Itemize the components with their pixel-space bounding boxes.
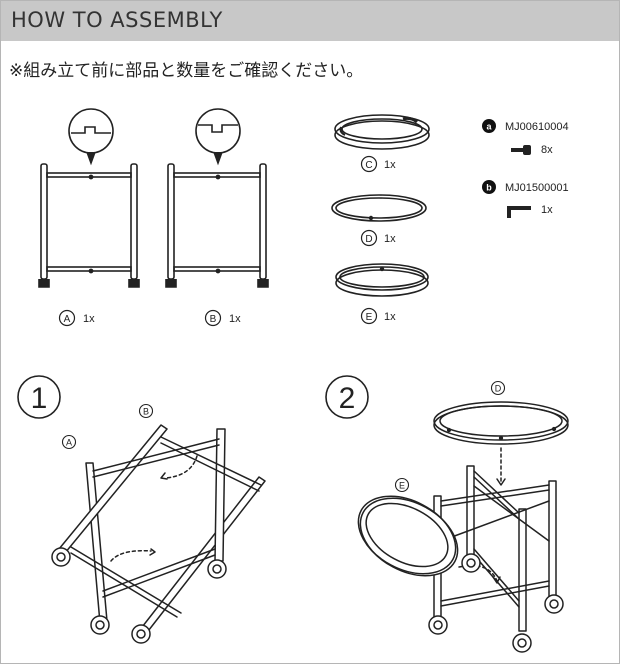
- parts-check-note: ※組み立て前に部品と数量をご確認ください。: [9, 61, 364, 81]
- svg-text:MJ00610004: MJ00610004: [505, 121, 569, 133]
- part-d-label: D 1x: [360, 229, 396, 247]
- step-2-assembly-illustration: [357, 401, 569, 653]
- svg-text:A: A: [64, 314, 71, 325]
- screw-icon: [511, 145, 531, 155]
- svg-text:1x: 1x: [541, 204, 553, 216]
- part-e-label: E 1x: [360, 307, 396, 325]
- step-1-label-b: B: [138, 403, 154, 419]
- svg-text:a: a: [486, 122, 492, 132]
- part-e-tray-icon: [335, 263, 429, 297]
- svg-text:D: D: [365, 234, 372, 245]
- svg-text:A: A: [66, 438, 72, 448]
- page-title: HOW TO ASSEMBLY: [11, 8, 223, 32]
- part-b-label: B 1x: [204, 309, 241, 327]
- svg-text:1x: 1x: [384, 311, 396, 323]
- hex-key-icon: [507, 206, 531, 218]
- svg-text:E: E: [366, 312, 373, 323]
- step-1-frame-illustration: [51, 424, 266, 644]
- svg-text:E: E: [399, 481, 405, 491]
- svg-text:D: D: [495, 384, 502, 394]
- svg-text:b: b: [486, 183, 492, 193]
- part-b-frame-icon: [165, 108, 269, 288]
- svg-text:1x: 1x: [83, 313, 95, 325]
- svg-text:1x: 1x: [384, 233, 396, 245]
- step-2-number: 2: [325, 375, 369, 419]
- svg-text:2: 2: [339, 382, 356, 415]
- svg-text:MJ01500001: MJ01500001: [505, 182, 569, 194]
- step-1-number: 1: [17, 375, 61, 419]
- svg-text:1: 1: [31, 382, 48, 415]
- part-d-ring-icon: [331, 194, 427, 222]
- step-2-label-d: D: [490, 380, 506, 396]
- part-c-label: C 1x: [360, 155, 396, 173]
- step-2-label-e: E: [394, 477, 410, 493]
- hardware-b: b MJ01500001 1x: [482, 180, 569, 218]
- svg-text:8x: 8x: [541, 144, 553, 156]
- svg-text:B: B: [210, 314, 217, 325]
- step-1-label-a: A: [61, 434, 77, 450]
- svg-text:B: B: [143, 407, 149, 417]
- part-a-frame-icon: [38, 108, 140, 288]
- svg-text:1x: 1x: [384, 159, 396, 171]
- part-a-label: A 1x: [58, 309, 95, 327]
- header-bar: HOW TO ASSEMBLY: [1, 1, 619, 41]
- part-c-tray-icon: [334, 114, 430, 150]
- svg-text:1x: 1x: [229, 313, 241, 325]
- svg-text:C: C: [365, 160, 372, 171]
- hardware-a: a MJ00610004 8x: [482, 119, 569, 156]
